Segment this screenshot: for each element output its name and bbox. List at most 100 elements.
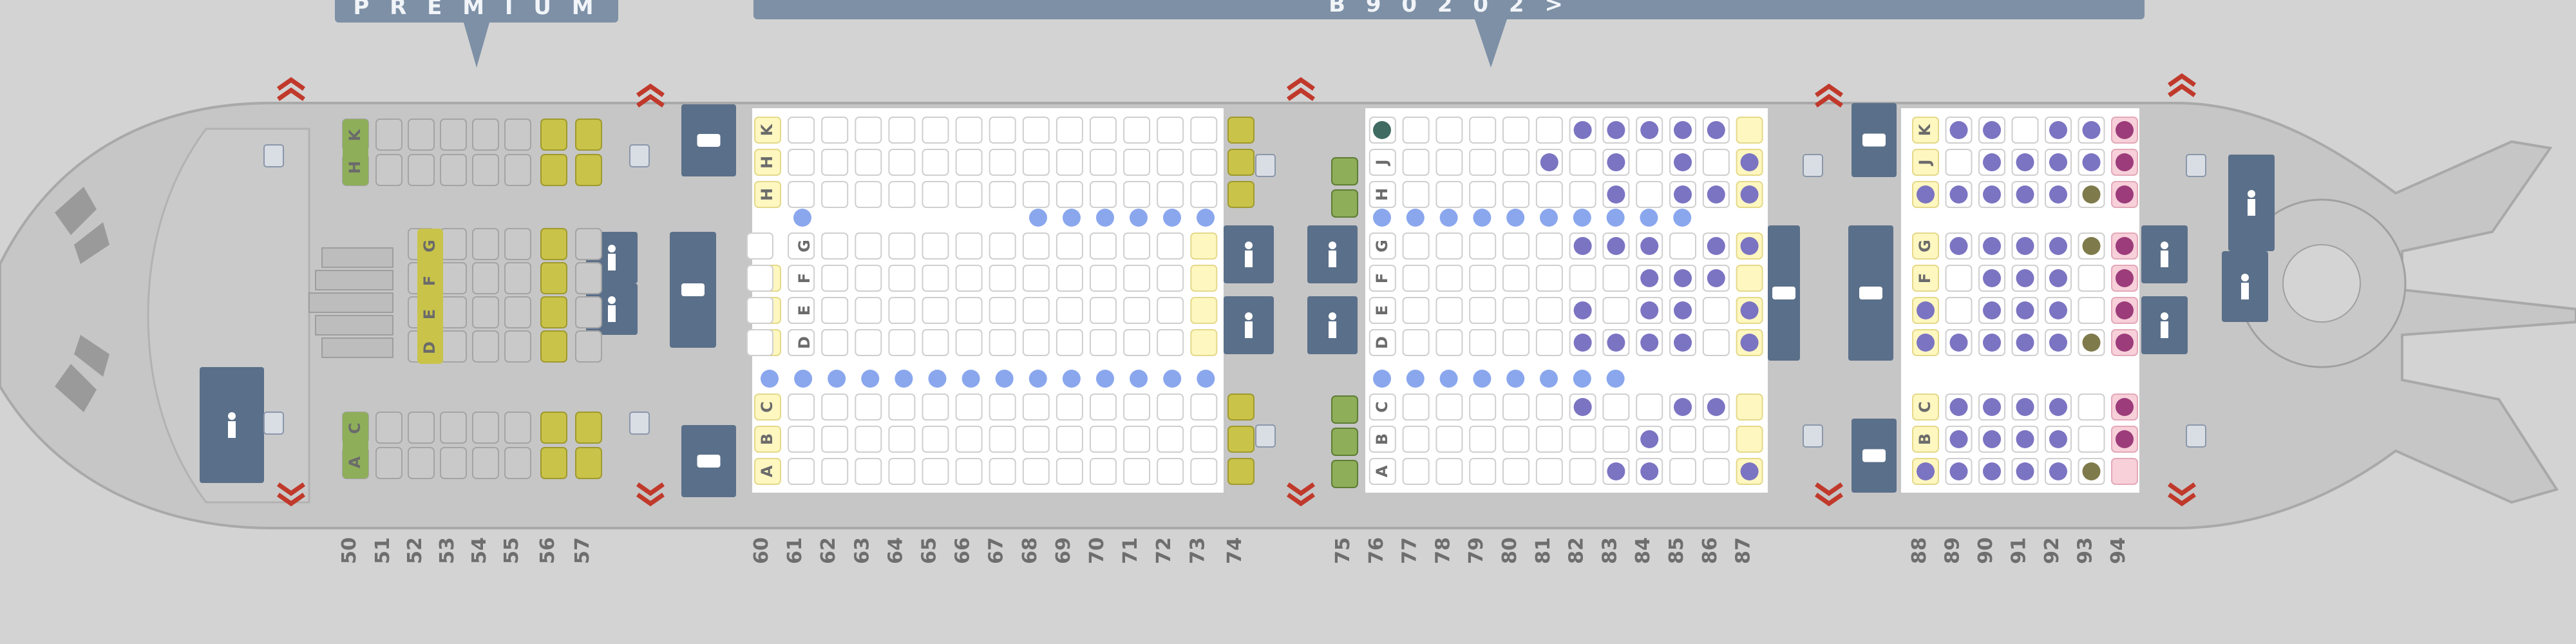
seat[interactable]	[504, 296, 531, 328]
seat[interactable]	[754, 117, 781, 144]
seat[interactable]	[575, 330, 602, 363]
seat[interactable]	[1435, 232, 1463, 260]
seat[interactable]	[1056, 458, 1083, 485]
seat[interactable]	[1469, 149, 1497, 176]
seat[interactable]	[1368, 149, 1396, 176]
seat[interactable]	[1090, 458, 1117, 485]
seat[interactable]	[2111, 458, 2138, 485]
seat[interactable]	[1090, 297, 1117, 324]
seat[interactable]	[540, 412, 567, 444]
seat[interactable]	[1469, 426, 1497, 453]
seat[interactable]	[1435, 458, 1463, 485]
seat[interactable]	[1669, 426, 1696, 453]
seat[interactable]	[922, 329, 949, 356]
seat[interactable]	[1157, 181, 1184, 208]
seat[interactable]	[540, 118, 567, 151]
seat[interactable]	[575, 154, 602, 186]
seat[interactable]	[788, 426, 815, 453]
seat[interactable]	[1056, 426, 1083, 453]
seat[interactable]	[955, 181, 983, 208]
seat[interactable]	[855, 297, 882, 324]
seat[interactable]	[1569, 458, 1596, 485]
seat[interactable]	[754, 393, 781, 421]
seat[interactable]	[922, 232, 949, 260]
seat[interactable]	[1157, 117, 1184, 144]
seat[interactable]	[1469, 232, 1497, 260]
seat[interactable]	[788, 265, 815, 292]
seat[interactable]	[540, 296, 567, 328]
seat[interactable]	[1402, 426, 1430, 453]
seat[interactable]	[408, 447, 435, 479]
seat[interactable]	[1912, 149, 1939, 176]
seat[interactable]	[989, 393, 1016, 421]
seat[interactable]	[1435, 329, 1463, 356]
premium-seat[interactable]	[1331, 157, 1358, 185]
seat[interactable]	[375, 412, 402, 444]
seat[interactable]	[1056, 232, 1083, 260]
seat[interactable]	[821, 329, 849, 356]
seat[interactable]	[1469, 265, 1497, 292]
premium-seat[interactable]	[1331, 428, 1358, 456]
seat[interactable]	[888, 181, 916, 208]
seat[interactable]	[1022, 265, 1050, 292]
seat[interactable]	[1123, 297, 1151, 324]
seat[interactable]	[1569, 181, 1596, 208]
seat[interactable]	[1157, 458, 1184, 485]
seat[interactable]	[922, 426, 949, 453]
seat[interactable]	[1945, 265, 1973, 292]
seat[interactable]	[1227, 393, 1255, 421]
seat[interactable]	[2078, 297, 2105, 324]
seat[interactable]	[855, 149, 882, 176]
seat[interactable]	[1602, 265, 1630, 292]
seat[interactable]	[1056, 297, 1083, 324]
seat[interactable]	[821, 149, 849, 176]
seat[interactable]	[1123, 232, 1151, 260]
seat[interactable]	[1022, 117, 1050, 144]
seat[interactable]	[1190, 149, 1218, 176]
seat[interactable]	[1227, 149, 1255, 176]
seat[interactable]	[1022, 329, 1050, 356]
seat[interactable]	[1535, 232, 1563, 260]
seat[interactable]	[440, 412, 467, 444]
seat[interactable]	[855, 232, 882, 260]
seat[interactable]	[888, 149, 916, 176]
seat[interactable]	[575, 447, 602, 479]
seat[interactable]	[989, 458, 1016, 485]
seat[interactable]	[1912, 393, 1939, 421]
seat[interactable]	[1157, 265, 1184, 292]
seat[interactable]	[955, 232, 983, 260]
seat[interactable]	[888, 117, 916, 144]
premium-seat[interactable]	[1331, 189, 1358, 218]
premium-seat[interactable]	[1331, 460, 1358, 488]
seat[interactable]	[1669, 232, 1696, 260]
seat[interactable]	[1636, 149, 1663, 176]
seat[interactable]	[1435, 426, 1463, 453]
seat[interactable]	[472, 118, 499, 151]
seat[interactable]	[1602, 426, 1630, 453]
seat[interactable]	[1535, 458, 1563, 485]
seat[interactable]	[1157, 329, 1184, 356]
seat[interactable]	[821, 232, 849, 260]
seat[interactable]	[855, 265, 882, 292]
seat[interactable]	[1569, 265, 1596, 292]
seat[interactable]	[1469, 181, 1497, 208]
seat[interactable]	[989, 181, 1016, 208]
seat[interactable]	[754, 181, 781, 208]
seat[interactable]	[955, 117, 983, 144]
seat[interactable]	[540, 228, 567, 260]
seat[interactable]	[955, 458, 983, 485]
seat[interactable]	[1190, 329, 1218, 356]
seat[interactable]	[1056, 149, 1083, 176]
seat[interactable]	[2078, 426, 2105, 453]
seat[interactable]	[540, 330, 567, 363]
seat[interactable]	[1090, 181, 1117, 208]
seat[interactable]	[1090, 393, 1117, 421]
seat[interactable]	[504, 330, 531, 363]
seat[interactable]	[1912, 426, 1939, 453]
seat[interactable]	[1402, 393, 1430, 421]
seat[interactable]	[1368, 426, 1396, 453]
seat[interactable]	[888, 329, 916, 356]
seat[interactable]	[1190, 265, 1218, 292]
seat[interactable]	[821, 181, 849, 208]
seat[interactable]	[440, 447, 467, 479]
